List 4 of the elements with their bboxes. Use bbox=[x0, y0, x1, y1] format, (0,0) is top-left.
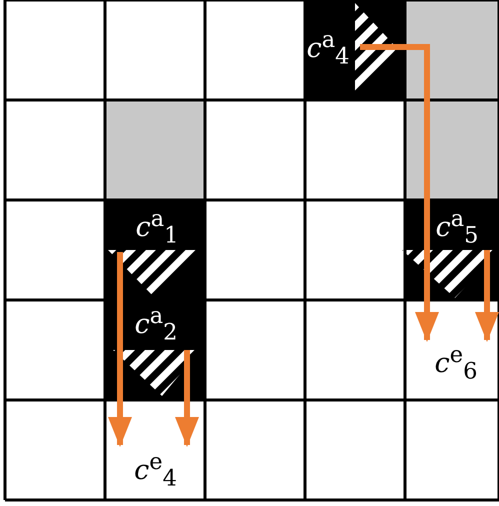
arrow bbox=[108, 252, 132, 447]
arrow bbox=[175, 350, 199, 447]
arrow bbox=[475, 250, 499, 342]
arrow bbox=[360, 44, 439, 342]
